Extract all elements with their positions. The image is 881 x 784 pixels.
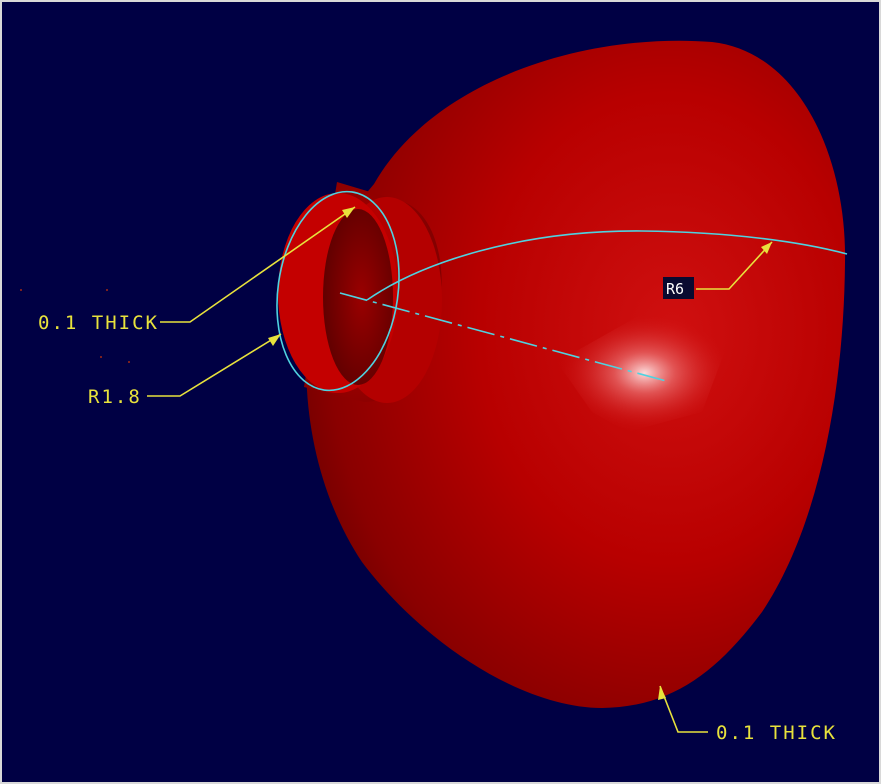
arrowhead-icon (268, 334, 281, 346)
background-specks (20, 289, 130, 363)
arrowhead-icon (658, 686, 666, 700)
dimension-upper-thickness[interactable]: 0.1 THICK (38, 206, 356, 334)
specular-highlight (557, 314, 732, 432)
shell-edge-arc[interactable] (366, 230, 848, 301)
dimension-shell-radius[interactable]: R6 (663, 241, 773, 299)
arrowhead-icon (761, 242, 772, 254)
ring-radius-label: R1.8 (88, 386, 142, 408)
arrowhead-icon (342, 207, 355, 218)
lower-thickness-label: 0.1 THICK (716, 722, 837, 744)
r6-label-box (663, 277, 694, 299)
dimension-lower-thickness[interactable]: 0.1 THICK (658, 685, 837, 744)
ring-edge-circle[interactable] (265, 184, 412, 399)
dimension-ring-radius[interactable]: R1.8 (88, 333, 282, 408)
neck-ring-opening (323, 209, 393, 385)
upper-thickness-label: 0.1 THICK (38, 312, 159, 334)
axis-centerline (339, 292, 671, 383)
shell-radius-label: R6 (666, 280, 684, 298)
